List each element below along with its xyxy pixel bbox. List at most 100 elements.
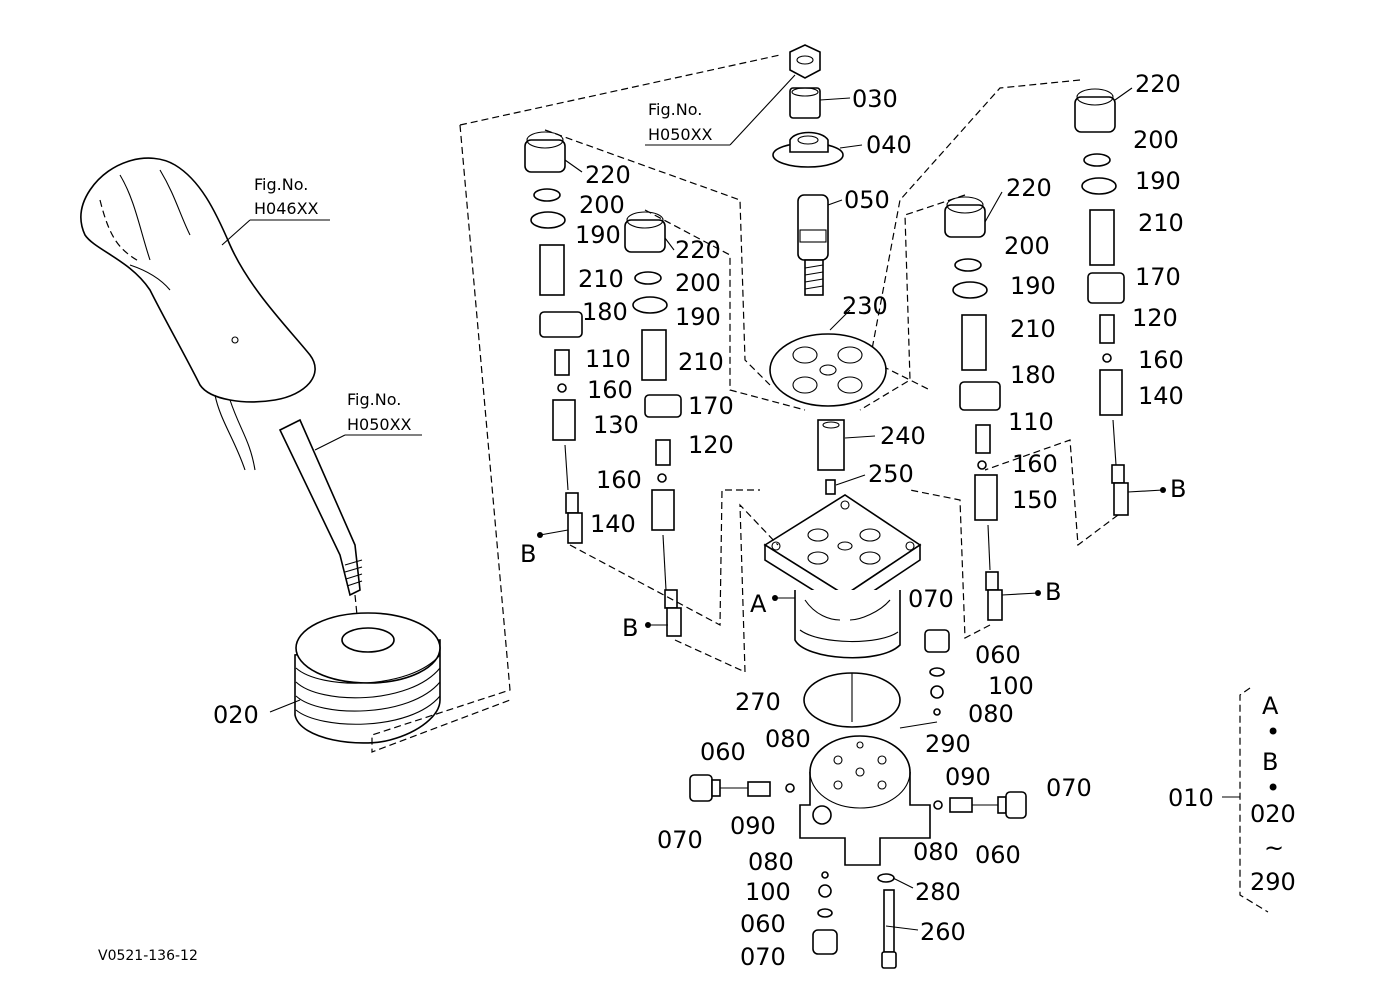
callout-label: 080	[748, 848, 794, 876]
lever-shaft	[278, 418, 363, 626]
fig-ref-prefix: Fig.No.	[254, 175, 308, 194]
callout-label: 070	[657, 826, 703, 854]
callout-label: 220	[1006, 174, 1052, 202]
nut-top	[789, 44, 821, 79]
callout-label: 110	[585, 345, 631, 373]
callout-label: 070	[908, 585, 954, 613]
callout-label: 260	[920, 918, 966, 946]
callout-label: 190	[1135, 167, 1181, 195]
callout-label: 040	[866, 131, 912, 159]
marker-label: B	[1170, 475, 1186, 503]
stack-right-outer	[1074, 88, 1129, 516]
callout-label: 170	[688, 392, 734, 420]
callout-label: 080	[913, 838, 959, 866]
lever-grip	[80, 157, 316, 471]
callout-label: 190	[1010, 272, 1056, 300]
bolt-260	[877, 873, 897, 969]
fittings-right	[933, 791, 1027, 819]
callout-label: 230	[842, 292, 888, 320]
callout-label: 090	[730, 812, 776, 840]
legend-line: A	[1262, 692, 1279, 720]
callout-label: 200	[579, 191, 625, 219]
callout-label: 240	[880, 422, 926, 450]
marker-label: B	[1045, 578, 1061, 606]
stack-left-inner	[624, 211, 682, 637]
callout-label: 080	[765, 725, 811, 753]
callout-label: 030	[852, 85, 898, 113]
callout-label: 060	[740, 910, 786, 938]
callout-label: 250	[868, 460, 914, 488]
callout-label: 070	[1046, 774, 1092, 802]
fig-ref-prefix: Fig.No.	[648, 100, 702, 119]
callout-label: 200	[1133, 126, 1179, 154]
callout-label: 210	[1010, 315, 1056, 343]
callout-label: 100	[745, 878, 791, 906]
legend-line: 290	[1250, 868, 1296, 896]
callout-label: 200	[1004, 232, 1050, 260]
callout-label: 190	[675, 303, 721, 331]
callout-label: 140	[1138, 382, 1184, 410]
callout-label: 120	[688, 431, 734, 459]
fig-ref-number: H050XX	[347, 415, 412, 434]
legend-line: B	[1262, 748, 1278, 776]
fittings-left	[689, 774, 795, 802]
callout-label: 220	[1135, 70, 1181, 98]
fig-ref-number: H050XX	[648, 125, 713, 144]
fittings-bottom	[812, 871, 838, 955]
callout-label: 100	[988, 672, 1034, 700]
legend-line: ~	[1264, 834, 1284, 862]
callout-label: 160	[1138, 346, 1184, 374]
stack-left-outer	[524, 131, 583, 544]
part-240	[817, 419, 845, 471]
callout-label: 210	[678, 348, 724, 376]
callout-label: 210	[578, 265, 624, 293]
legend-line: •	[1266, 774, 1280, 802]
callout-label: 280	[915, 878, 961, 906]
callout-label: 170	[1135, 263, 1181, 291]
boot-020	[294, 612, 441, 744]
fittings-top	[924, 629, 950, 716]
callout-label: 160	[1012, 450, 1058, 478]
marker-label: A	[750, 590, 767, 618]
callout-label: 080	[968, 700, 1014, 728]
housing	[794, 590, 901, 659]
callout-label: 270	[735, 688, 781, 716]
callout-label: 060	[700, 738, 746, 766]
callout-label: 020	[213, 701, 259, 729]
part-030	[789, 87, 821, 119]
body-290	[799, 735, 931, 866]
assembly-code: 010	[1168, 784, 1214, 812]
callout-label: 180	[1010, 361, 1056, 389]
plate-230	[769, 333, 887, 407]
callout-label: 180	[582, 298, 628, 326]
callout-label: 110	[1008, 408, 1054, 436]
callout-label: 060	[975, 841, 1021, 869]
callout-label: 130	[593, 411, 639, 439]
callout-label: 220	[675, 236, 721, 264]
part-050	[797, 194, 829, 296]
callout-label: 290	[925, 730, 971, 758]
callout-label: 090	[945, 763, 991, 791]
legend-line: •	[1266, 718, 1280, 746]
callout-label: 050	[844, 186, 890, 214]
callout-label: 160	[587, 376, 633, 404]
callout-label: 150	[1012, 486, 1058, 514]
callout-label: 140	[590, 510, 636, 538]
part-040	[772, 131, 844, 168]
callout-label: 160	[596, 466, 642, 494]
callout-label: 200	[675, 269, 721, 297]
callout-label: 070	[740, 943, 786, 971]
callout-label: 120	[1132, 304, 1178, 332]
pin-250	[825, 479, 836, 495]
legend-line: 020	[1250, 800, 1296, 828]
drawing-code: V0521-136-12	[98, 948, 198, 964]
fig-ref-number: H046XX	[254, 199, 319, 218]
assembly-legend: 010 A • B • 020 ~ 290	[1168, 687, 1296, 913]
marker-label: B	[622, 614, 638, 642]
callout-label: 210	[1138, 209, 1184, 237]
stack-right-inner	[944, 196, 1003, 621]
callout-label: 060	[975, 641, 1021, 669]
marker-label: B	[520, 540, 536, 568]
callout-label: 190	[575, 221, 621, 249]
